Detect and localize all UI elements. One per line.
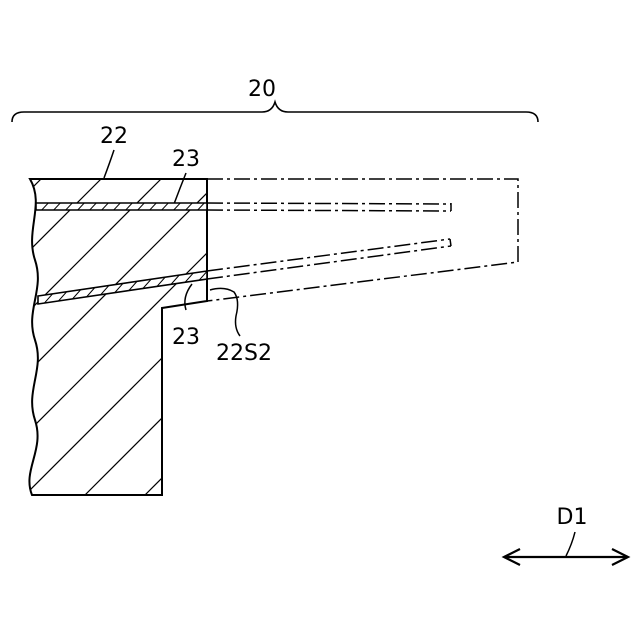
label-22: 22 xyxy=(100,124,128,149)
leader-22S2 xyxy=(210,288,240,336)
label-23-lower: 23 xyxy=(172,325,200,350)
label-22S2: 22S2 xyxy=(216,341,272,366)
leader-D1 xyxy=(566,532,575,556)
assembly-brace xyxy=(12,102,538,122)
projection-ends xyxy=(450,203,451,246)
leader-23-upper xyxy=(174,173,186,204)
projection-outline xyxy=(207,179,518,301)
label-20: 20 xyxy=(248,77,276,102)
leader-22 xyxy=(104,150,114,178)
body-22 xyxy=(0,0,640,500)
label-D1: D1 xyxy=(557,505,588,530)
leader-23-lower xyxy=(185,284,192,310)
label-23-upper: 23 xyxy=(172,147,200,172)
layer-23-upper xyxy=(36,199,208,214)
direction-arrow xyxy=(504,549,628,565)
